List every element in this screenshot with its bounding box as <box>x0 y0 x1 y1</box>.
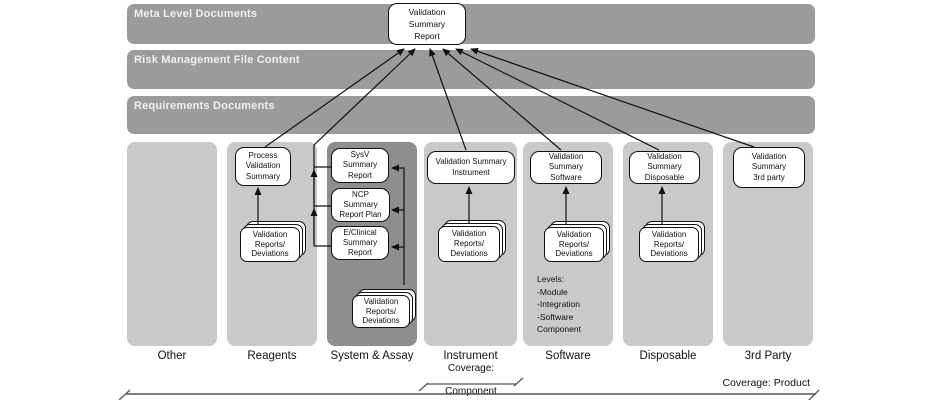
column-disposable: Validation Summary Disposable Validation… <box>623 142 713 346</box>
column-software: Validation Summary Software Validation R… <box>523 142 613 346</box>
node-validation-summary-disposable: Validation Summary Disposable <box>629 151 700 184</box>
column-3rd-party: Validation Summary 3rd party <box>723 142 813 346</box>
stack-reagents-validation-reports: Validation Reports/ Deviations <box>240 221 306 262</box>
column-label-software: Software <box>545 350 591 362</box>
bar-requirements-label: Requirements Documents <box>134 100 275 112</box>
column-label-disposable: Disposable <box>639 350 697 362</box>
bracket-coverage-component-tick-right <box>513 377 524 387</box>
stack-disposable-validation-reports: Validation Reports/ Deviations <box>639 221 705 262</box>
column-label-instrument: Instrument <box>443 350 498 362</box>
column-label-system-assay: System & Assay <box>330 350 414 362</box>
column-label-reagents: Reagents <box>247 350 297 362</box>
stack-front-card: Validation Reports/ Deviations <box>639 227 699 262</box>
node-validation-summary-instrument: Validation Summary Instrument <box>427 151 515 184</box>
column-label-other: Other <box>157 350 187 362</box>
column-reagents: Process Validation Summary Validation Re… <box>227 142 317 346</box>
software-levels-note: Levels: -Module -Integration -Software C… <box>537 274 581 334</box>
column-other <box>127 142 217 346</box>
stack-front-card: Validation Reports/ Deviations <box>438 226 500 262</box>
bar-meta-level-documents: Meta Level Documents <box>127 4 815 44</box>
bracket-coverage-product-tick-left <box>118 389 131 400</box>
bar-requirements-documents: Requirements Documents <box>127 96 815 134</box>
stack-system-assay-validation-reports: Validation Reports/ Deviations <box>352 289 416 328</box>
bracket-coverage-product-tick-right <box>808 389 820 400</box>
column-system-assay: SysV Summary Report NCP Summary Report P… <box>327 142 417 346</box>
column-label-3rd-party: 3rd Party <box>744 350 792 362</box>
stack-software-validation-reports: Validation Reports/ Deviations <box>544 221 610 262</box>
node-process-validation-summary: Process Validation Summary <box>235 147 291 186</box>
coverage-product-label: Coverage: Product <box>722 377 810 389</box>
node-ncp-summary-report-plan: NCP Summary Report Plan <box>331 188 390 222</box>
stack-front-card: Validation Reports/ Deviations <box>352 295 410 328</box>
node-validation-summary-3rd-party: Validation Summary 3rd party <box>733 147 805 188</box>
coverage-component-label-line2: Component <box>445 386 497 397</box>
node-eclinical-summary-report: E/Clinical Summary Report <box>331 226 389 260</box>
bar-risk-management-label: Risk Management File Content <box>134 54 300 66</box>
stack-front-card: Validation Reports/ Deviations <box>240 227 300 262</box>
bar-meta-level-documents-label: Meta Level Documents <box>134 8 258 20</box>
validation-summary-report-node: Validation Summary Report <box>388 3 466 45</box>
coverage-component-label-line1: Coverage: <box>447 363 495 374</box>
stack-instrument-validation-reports: Validation Reports/ Deviations <box>438 220 506 262</box>
node-sysv-summary-report: SysV Summary Report <box>331 148 389 183</box>
stack-front-card: Validation Reports/ Deviations <box>544 227 604 262</box>
bar-risk-management-file-content: Risk Management File Content <box>127 50 815 89</box>
column-instrument: Validation Summary Instrument Validation… <box>424 142 517 346</box>
node-validation-summary-software: Validation Summary Software <box>530 151 602 184</box>
